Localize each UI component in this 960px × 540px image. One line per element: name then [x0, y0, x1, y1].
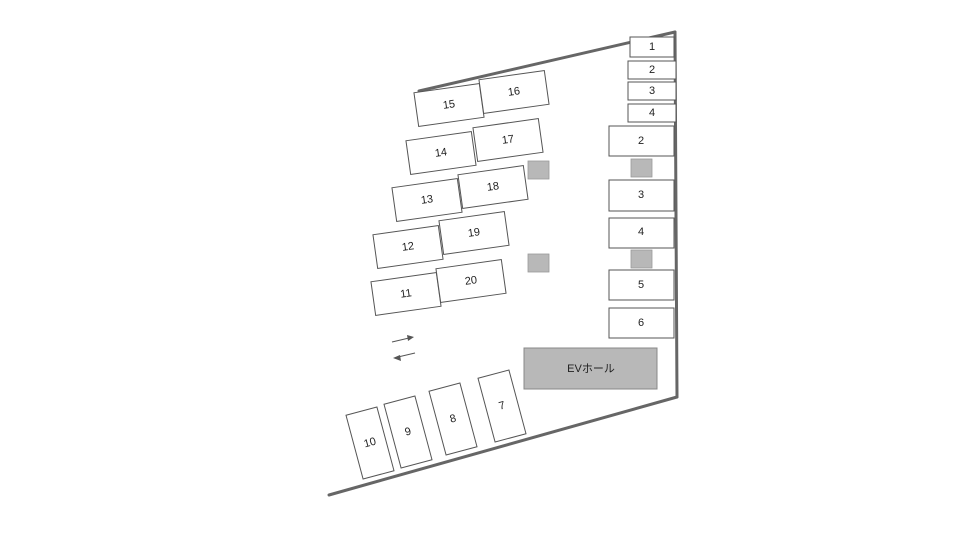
ev-hall-label: EVホール [567, 362, 615, 375]
pillar [630, 158, 653, 178]
parking-slot-15[interactable]: 15 [413, 83, 485, 127]
slot-label: 4 [649, 107, 655, 119]
slot-label: 6 [638, 317, 644, 329]
traffic-arrow-left-icon [393, 352, 416, 361]
parking-slot-b4[interactable]: 4 [608, 217, 675, 249]
slot-label: 5 [638, 279, 644, 291]
parking-slot-20[interactable]: 20 [435, 259, 507, 303]
ev-hall: EVホール [523, 347, 658, 390]
parking-slot-17[interactable]: 17 [472, 118, 544, 162]
parking-slot-r2[interactable]: 2 [627, 60, 677, 80]
slot-label: 7 [497, 399, 506, 412]
slot-label: 1 [649, 41, 655, 53]
slot-label: 20 [464, 274, 478, 288]
slot-label: 10 [363, 436, 378, 451]
slot-label: 13 [420, 193, 434, 207]
traffic-arrow-right-icon [391, 335, 414, 343]
parking-slot-9[interactable]: 9 [383, 395, 433, 469]
pillar [630, 249, 653, 269]
slot-label: 4 [638, 226, 644, 238]
parking-slot-b2[interactable]: 2 [608, 125, 675, 157]
parking-slot-r4[interactable]: 4 [627, 103, 677, 123]
pillar [527, 160, 550, 180]
slot-label: 17 [501, 133, 515, 147]
parking-slot-7[interactable]: 7 [477, 369, 527, 443]
parking-slot-r3[interactable]: 3 [627, 81, 677, 101]
parking-slot-13[interactable]: 13 [391, 178, 463, 222]
parking-slot-11[interactable]: 11 [370, 272, 442, 316]
slot-label: 19 [467, 226, 481, 240]
slot-label: 3 [649, 85, 655, 97]
parking-slot-r1[interactable]: 1 [629, 36, 675, 58]
parking-slot-16[interactable]: 16 [478, 70, 550, 114]
pillar [527, 253, 550, 273]
parking-slot-14[interactable]: 14 [405, 131, 477, 175]
slot-label: 15 [442, 98, 456, 112]
parking-slot-18[interactable]: 18 [457, 165, 529, 209]
parking-slot-b6[interactable]: 6 [608, 307, 675, 339]
parking-slot-8[interactable]: 8 [428, 382, 478, 456]
slot-label: 9 [403, 425, 412, 438]
parking-slot-12[interactable]: 12 [372, 225, 444, 269]
slot-label: 14 [434, 146, 448, 160]
parking-slot-b3[interactable]: 3 [608, 179, 675, 212]
parking-slot-b5[interactable]: 5 [608, 269, 675, 301]
slot-label: 12 [401, 240, 415, 254]
bottom-wall [327, 395, 679, 497]
slot-label: 2 [649, 64, 655, 76]
parking-slot-19[interactable]: 19 [438, 211, 510, 255]
slot-label: 8 [448, 412, 457, 425]
slot-label: 2 [638, 135, 644, 147]
slot-label: 11 [400, 287, 413, 300]
slot-label: 16 [507, 85, 521, 99]
slot-label: 18 [486, 180, 500, 194]
parking-slot-10[interactable]: 10 [345, 406, 395, 480]
slot-label: 3 [638, 189, 644, 201]
